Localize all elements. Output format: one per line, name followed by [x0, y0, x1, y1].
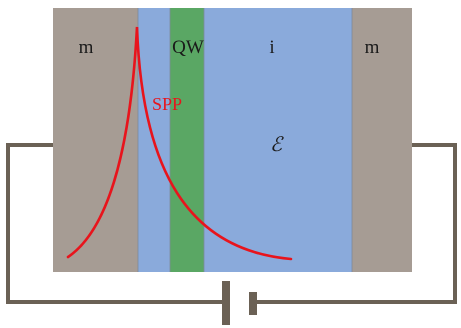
spp-label: SPP	[152, 94, 182, 114]
metal-right-layer	[352, 8, 412, 272]
insulator-label: i	[269, 37, 274, 58]
insulator-layer	[204, 8, 352, 272]
quantum-well-layer	[170, 8, 204, 272]
quantum-well-label: QW	[172, 37, 204, 58]
circuit-wire-right	[257, 143, 457, 304]
metal-left-label: m	[79, 37, 94, 58]
electric-field-symbol: ℰ	[270, 132, 284, 156]
metal-right-label: m	[365, 37, 380, 58]
battery-long-plate	[222, 281, 230, 325]
spp-field-profile-curve	[66, 26, 293, 261]
external-circuit	[6, 143, 457, 304]
battery-symbol	[222, 281, 257, 325]
battery-short-plate	[249, 292, 257, 315]
circuit-wire-left	[6, 143, 222, 304]
